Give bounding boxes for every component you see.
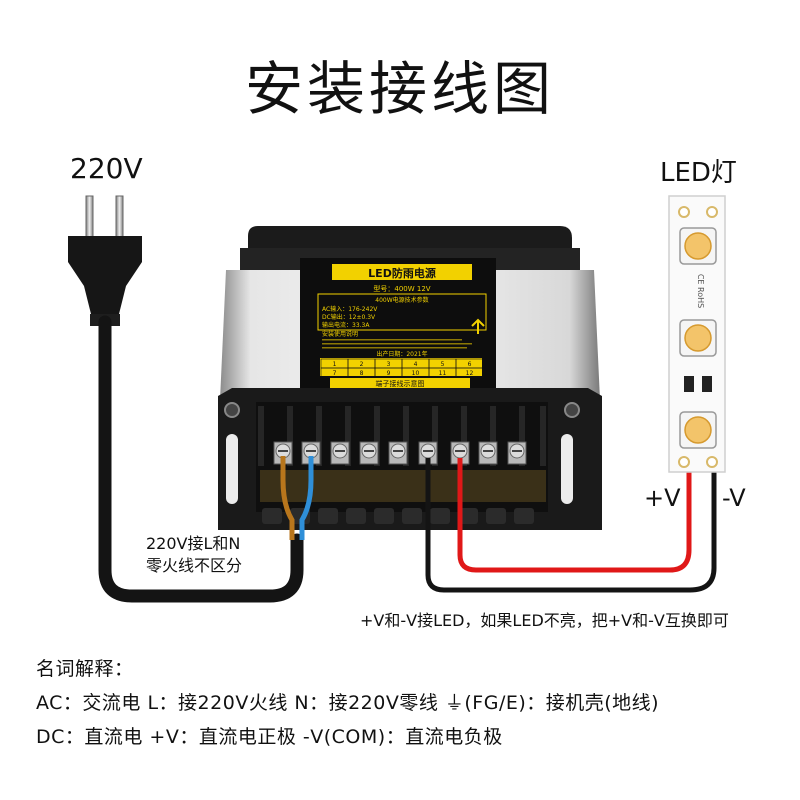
psu-year: 出产日期：2021年: [376, 350, 427, 358]
ln-note: 220V接L和N 零火线不区分: [146, 533, 242, 577]
glossary-line: AC：交流电 L：接220V火线 N：接220V零线 ⏚(FG/E)：接机壳(地…: [36, 692, 660, 714]
psu-dc-out: DC输出：12±0.3V: [322, 313, 376, 321]
negative-wire: [425, 458, 717, 593]
ln-note-line: 零火线不区分: [146, 556, 243, 575]
page-title: 安装接线图: [244, 55, 555, 123]
glossary: 名词解释： AC：交流电 L：接220V火线 N：接220V零线 ⏚(FG/E)…: [36, 652, 659, 754]
arrow-up-icon: [471, 318, 485, 334]
psu-terminal-caption: 端子接线示意图: [376, 379, 425, 388]
neutral-wire: [299, 456, 314, 540]
psu-ac-in: AC输入：176-242V: [322, 305, 378, 313]
psu-brand: LED防雨电源: [368, 266, 436, 280]
positive-wire: [457, 458, 692, 573]
grid-number: 6: [468, 361, 472, 368]
led-light-label: LED灯: [660, 158, 737, 188]
grid-number: 1: [333, 361, 337, 368]
ln-note-line: 220V接L和N: [146, 534, 241, 553]
psu-notes-header: 安装使用说明: [322, 330, 358, 338]
glossary-line: DC：直流电 +V：直流电正极 -V(COM)：直流电负极: [36, 726, 503, 748]
grid-number: 12: [466, 370, 474, 377]
terminal-grid-bottom: 7 8 9 10 11 12: [320, 367, 484, 378]
grid-number: 4: [414, 361, 418, 368]
grid-number: 3: [387, 361, 391, 368]
psu-specs-header: 400W电源技术参数: [375, 296, 428, 304]
terminal-screws: [273, 441, 527, 465]
psu-model: 型号：400W 12V: [373, 284, 430, 293]
grid-number: 5: [441, 361, 445, 368]
live-wire: [280, 456, 295, 540]
grid-number: 8: [360, 370, 364, 377]
led-strip-marking: CE RoHS: [696, 274, 705, 308]
grid-number: 9: [387, 370, 391, 377]
grid-number: 11: [439, 370, 447, 377]
psu-current: 输出电流：33.3A: [322, 321, 370, 329]
grid-number: 10: [412, 370, 420, 377]
psu-label: LED防雨电源 型号：400W 12V 400W电源技术参数 AC输入：176-…: [300, 258, 496, 388]
glossary-heading: 名词解释：: [36, 658, 134, 680]
grid-number: 7: [333, 370, 337, 377]
led-strip: CE RoHS: [668, 195, 726, 473]
grid-cell: [455, 367, 484, 378]
led-note: +V和-V接LED，如果LED不亮，把+V和-V互换即可: [360, 611, 729, 630]
negative-v-label: -V: [722, 484, 746, 512]
input-voltage-label: 220V: [70, 152, 143, 185]
positive-v-label: +V: [644, 484, 681, 512]
power-cord: [98, 315, 304, 603]
power-plug: [68, 195, 142, 326]
grid-number: 2: [360, 361, 364, 368]
